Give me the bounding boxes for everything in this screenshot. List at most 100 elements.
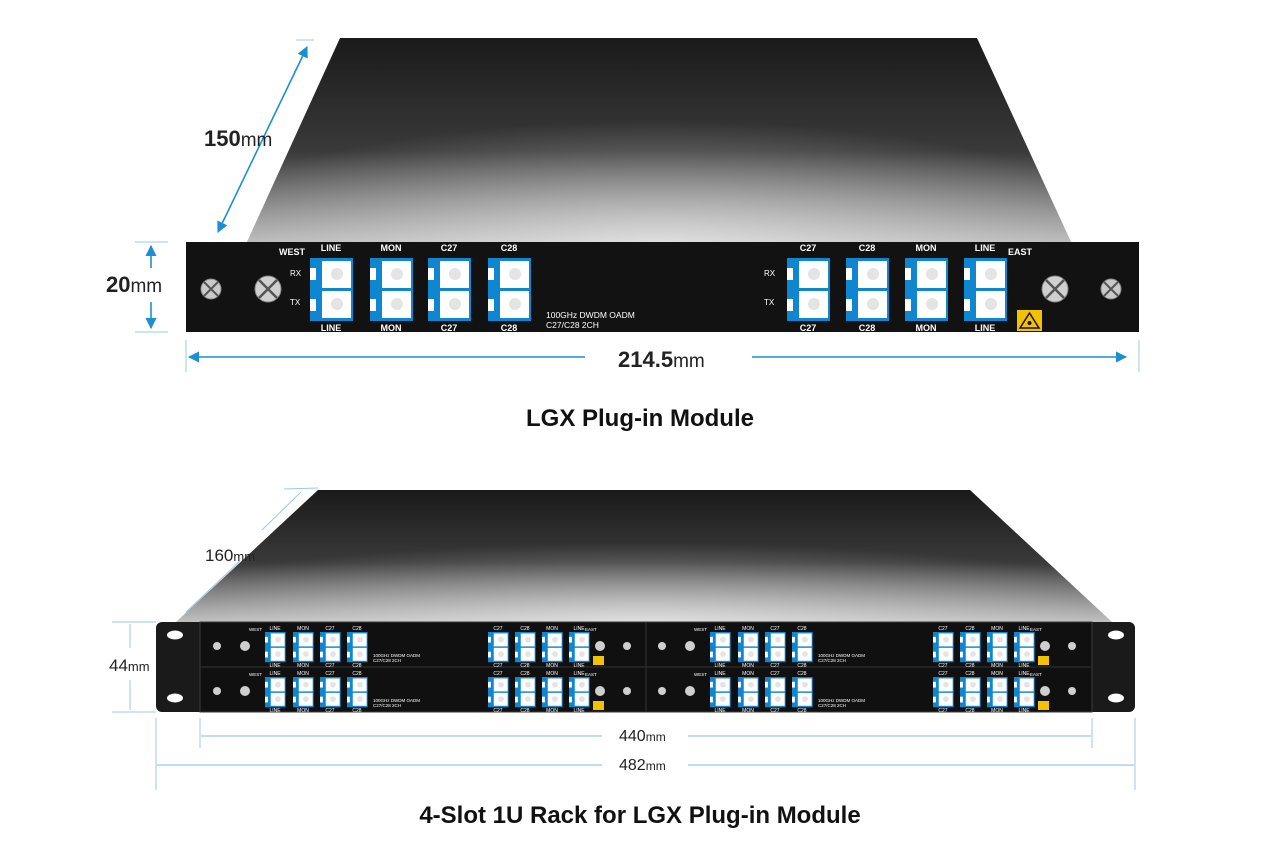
rx-label-right: RX (764, 269, 776, 278)
rack-slot-screw (658, 642, 666, 650)
rack-port-top-label: LINE (269, 671, 281, 677)
rack-port-bottom-label: C27 (493, 708, 502, 714)
rack-west-label: WEST (694, 672, 707, 677)
rack-inner-width-dimension (199, 718, 1093, 748)
rack-model-channels: C27/C28 2CH (373, 658, 401, 663)
rack-port-top-label: C27 (325, 626, 334, 632)
rack-slot-east-port (569, 677, 590, 708)
rack-height-label: 44mm (109, 656, 150, 675)
rack-port-top-label: MON (297, 626, 309, 632)
west-port-c27-top-label: C27 (441, 243, 458, 253)
rack-slot-west-port (792, 632, 813, 663)
rack-slot-west-port (320, 677, 341, 708)
rack-port-top-label: C28 (352, 626, 361, 632)
rack-port-bottom-label: C27 (325, 663, 334, 669)
rack-model-channels: C27/C28 2CH (818, 658, 846, 663)
rack-slot-east-port (569, 632, 590, 663)
rack-slot-screw (623, 642, 631, 650)
rack-port-top-label: LINE (1018, 626, 1030, 632)
rack-slot-screw (1040, 641, 1050, 651)
rack-slot-west-port (710, 677, 731, 708)
rack-height-dimension (112, 621, 156, 713)
rack-slot-east-port (515, 677, 536, 708)
rack-port-top-label: MON (742, 626, 754, 632)
rack-slot-module-2: LINELINEMONMONC27C27C28C28C27C27C28C28MO… (213, 671, 631, 714)
rack-model-name: 100GHz DWDM OADM (373, 653, 420, 658)
rack-right-ear (1085, 622, 1135, 712)
west-port-c28-top-label: C28 (501, 243, 518, 253)
rack-port-bottom-label: MON (546, 708, 558, 714)
rack-west-label: WEST (694, 627, 707, 632)
rack-slot-west-port (765, 677, 786, 708)
rack-port-bottom-label: MON (991, 708, 1003, 714)
rack-port-bottom-label: C28 (520, 708, 529, 714)
east-label: EAST (1008, 247, 1033, 257)
rack-laser-warning-icon (1038, 701, 1049, 710)
rack-port-top-label: C28 (520, 626, 529, 632)
rack-slot-east-port (960, 632, 981, 663)
rack-slot-west-port (738, 632, 759, 663)
rack-port-top-label: C28 (797, 671, 806, 677)
rack-slot-west-port (293, 677, 314, 708)
rack-port-bottom-label: C27 (938, 663, 947, 669)
rack-port-bottom-label: C28 (352, 663, 361, 669)
west-port-c27-bottom-label: C27 (441, 323, 458, 333)
rack-slot-west-port (347, 632, 368, 663)
rack-port-bottom-label: C27 (938, 708, 947, 714)
rack-port-top-label: MON (546, 626, 558, 632)
rack-port-bottom-label: C28 (797, 663, 806, 669)
rack-slot-screw (1040, 686, 1050, 696)
rack-slot-east-port (488, 677, 509, 708)
rack-port-top-label: LINE (269, 626, 281, 632)
rack-slot-west-port (738, 677, 759, 708)
rack-port-top-label: C27 (938, 626, 947, 632)
rack-slot-east-port (1014, 632, 1035, 663)
west-port-mon (370, 258, 413, 321)
tx-label-right: TX (764, 298, 775, 307)
rack-port-top-label: C28 (352, 671, 361, 677)
west-port-c28 (488, 258, 531, 321)
rack-model-name: 100GHz DWDM OADM (818, 653, 865, 658)
rack-port-bottom-label: C28 (352, 708, 361, 714)
rack-port-bottom-label: LINE (1018, 663, 1030, 669)
east-port-mon-top-label: MON (916, 243, 937, 253)
east-port-line (964, 258, 1007, 321)
rack-port-top-label: C28 (965, 626, 974, 632)
rack-slot-screw (1068, 642, 1076, 650)
rack-outer-width-label: 482mm (619, 757, 666, 774)
model-channels: C27/C28 2CH (546, 320, 599, 330)
west-label: WEST (279, 247, 306, 257)
rack-slot-screw (213, 687, 221, 695)
rack-east-label: EAST (585, 672, 597, 677)
rack-inner-width-label: 440mm (619, 728, 666, 745)
rack-depth-label: 160mm (205, 546, 255, 565)
rack-port-bottom-label: C27 (770, 663, 779, 669)
rack-port-bottom-label: LINE (573, 708, 585, 714)
module-left-thumbscrew (200, 278, 222, 300)
rack-west-label: WEST (249, 627, 262, 632)
east-port-c27 (787, 258, 830, 321)
rack-port-top-label: LINE (573, 671, 585, 677)
rack-port-bottom-label: C28 (797, 708, 806, 714)
west-port-line-bottom-label: LINE (321, 323, 342, 333)
rack-slot-east-port (488, 632, 509, 663)
rack-slot-screw (685, 641, 695, 651)
rack-slot-module-4: LINELINEMONMONC27C27C28C28C27C27C28C28MO… (658, 671, 1076, 714)
rack-port-top-label: C27 (770, 671, 779, 677)
rack-port-bottom-label: LINE (269, 708, 281, 714)
rack-laser-warning-icon (593, 656, 604, 665)
rack-port-bottom-label: C27 (493, 663, 502, 669)
rack-outer-width-dimension (155, 718, 1136, 790)
module-depth-dimension (217, 39, 314, 234)
module-left-latch-screw (254, 275, 282, 303)
rack-slot-module-1: LINELINEMONMONC27C27C28C28C27C27C28C28MO… (213, 626, 631, 669)
rack-east-label: EAST (585, 627, 597, 632)
module-depth-label: 150mm (204, 126, 272, 151)
rack-slot-screw (595, 686, 605, 696)
rack-slot-east-port (987, 677, 1008, 708)
module-right-latch-screw (1041, 275, 1069, 303)
rack-slot-module-3: LINELINEMONMONC27C27C28C28C27C27C28C28MO… (658, 626, 1076, 669)
rack-slot-east-port (515, 632, 536, 663)
